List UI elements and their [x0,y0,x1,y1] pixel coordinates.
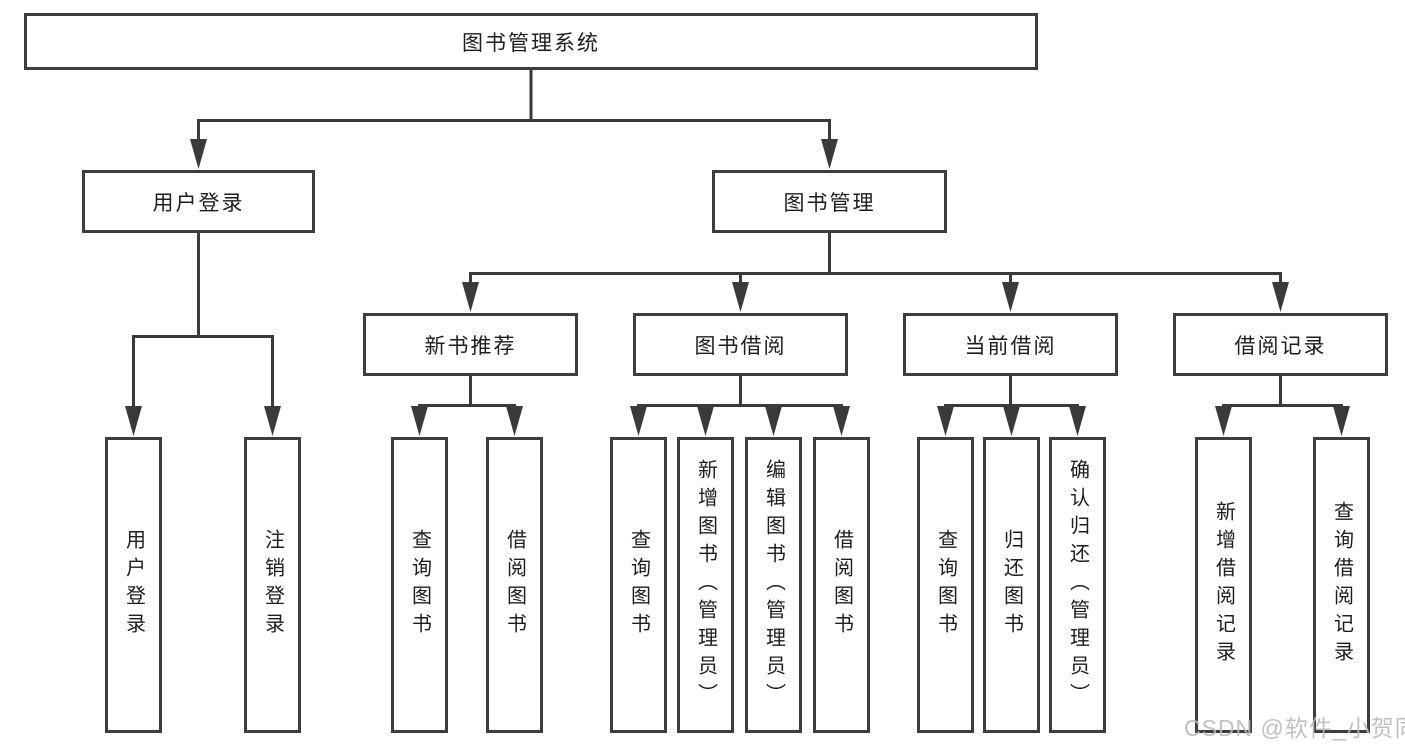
node-label: 借阅记录 [1234,334,1327,358]
leaf-add-books-admin: 新增图书（管理员） [677,437,734,733]
node-label: 用户登录 [152,191,245,215]
node-label: 新增图书（管理员） [694,459,717,711]
leaf-edit-books-admin: 编辑图书（管理员） [745,437,802,733]
node-label: 注销登录 [261,529,284,641]
node-label: 编辑图书（管理员） [762,459,785,711]
node-book-management: 图书管理 [712,170,947,233]
node-label: 图书借阅 [694,334,787,358]
leaf-user-login: 用户登录 [105,437,162,733]
leaf-confirm-return-admin: 确认归还（管理员） [1049,437,1106,733]
leaf-logout: 注销登录 [244,437,301,733]
node-label: 查询借阅记录 [1330,501,1353,669]
connector-arrowheads [125,139,1350,436]
leaf-query-borrow-record: 查询借阅记录 [1313,437,1370,733]
node-current-borrow: 当前借阅 [903,313,1118,376]
node-user-login: 用户登录 [82,170,315,233]
node-label: 归还图书 [1000,529,1023,641]
node-label: 当前借阅 [964,334,1057,358]
node-label: 查询图书 [627,529,650,641]
node-label: 查询图书 [934,529,957,641]
leaf-recommend-query-books: 查询图书 [391,437,448,733]
csdn-watermark: CSDN @软件_小贺同学 [1184,715,1405,741]
node-label: 借阅图书 [830,529,853,641]
node-label: 借阅图书 [503,529,526,641]
node-new-book-recommend: 新书推荐 [363,313,578,376]
connector-shafts [132,70,1343,410]
leaf-add-borrow-record: 新增借阅记录 [1195,437,1252,733]
leaf-borrow-books: 借阅图书 [813,437,870,733]
node-system-root: 图书管理系统 [24,13,1038,70]
leaf-return-books: 归还图书 [983,437,1040,733]
node-label: 图书管理 [783,191,876,215]
node-label: 新书推荐 [424,334,517,358]
node-label: 用户登录 [122,529,145,641]
node-label: 新增借阅记录 [1212,501,1235,669]
node-label: 确认归还（管理员） [1066,459,1089,711]
node-borrow-records: 借阅记录 [1173,313,1388,376]
node-label: 图书管理系统 [462,31,600,55]
leaf-borrow-query-books: 查询图书 [610,437,667,733]
leaf-current-query-books: 查询图书 [917,437,974,733]
leaf-recommend-borrow-books: 借阅图书 [486,437,543,733]
node-book-borrow: 图书借阅 [633,313,848,376]
node-label: 查询图书 [408,529,431,641]
